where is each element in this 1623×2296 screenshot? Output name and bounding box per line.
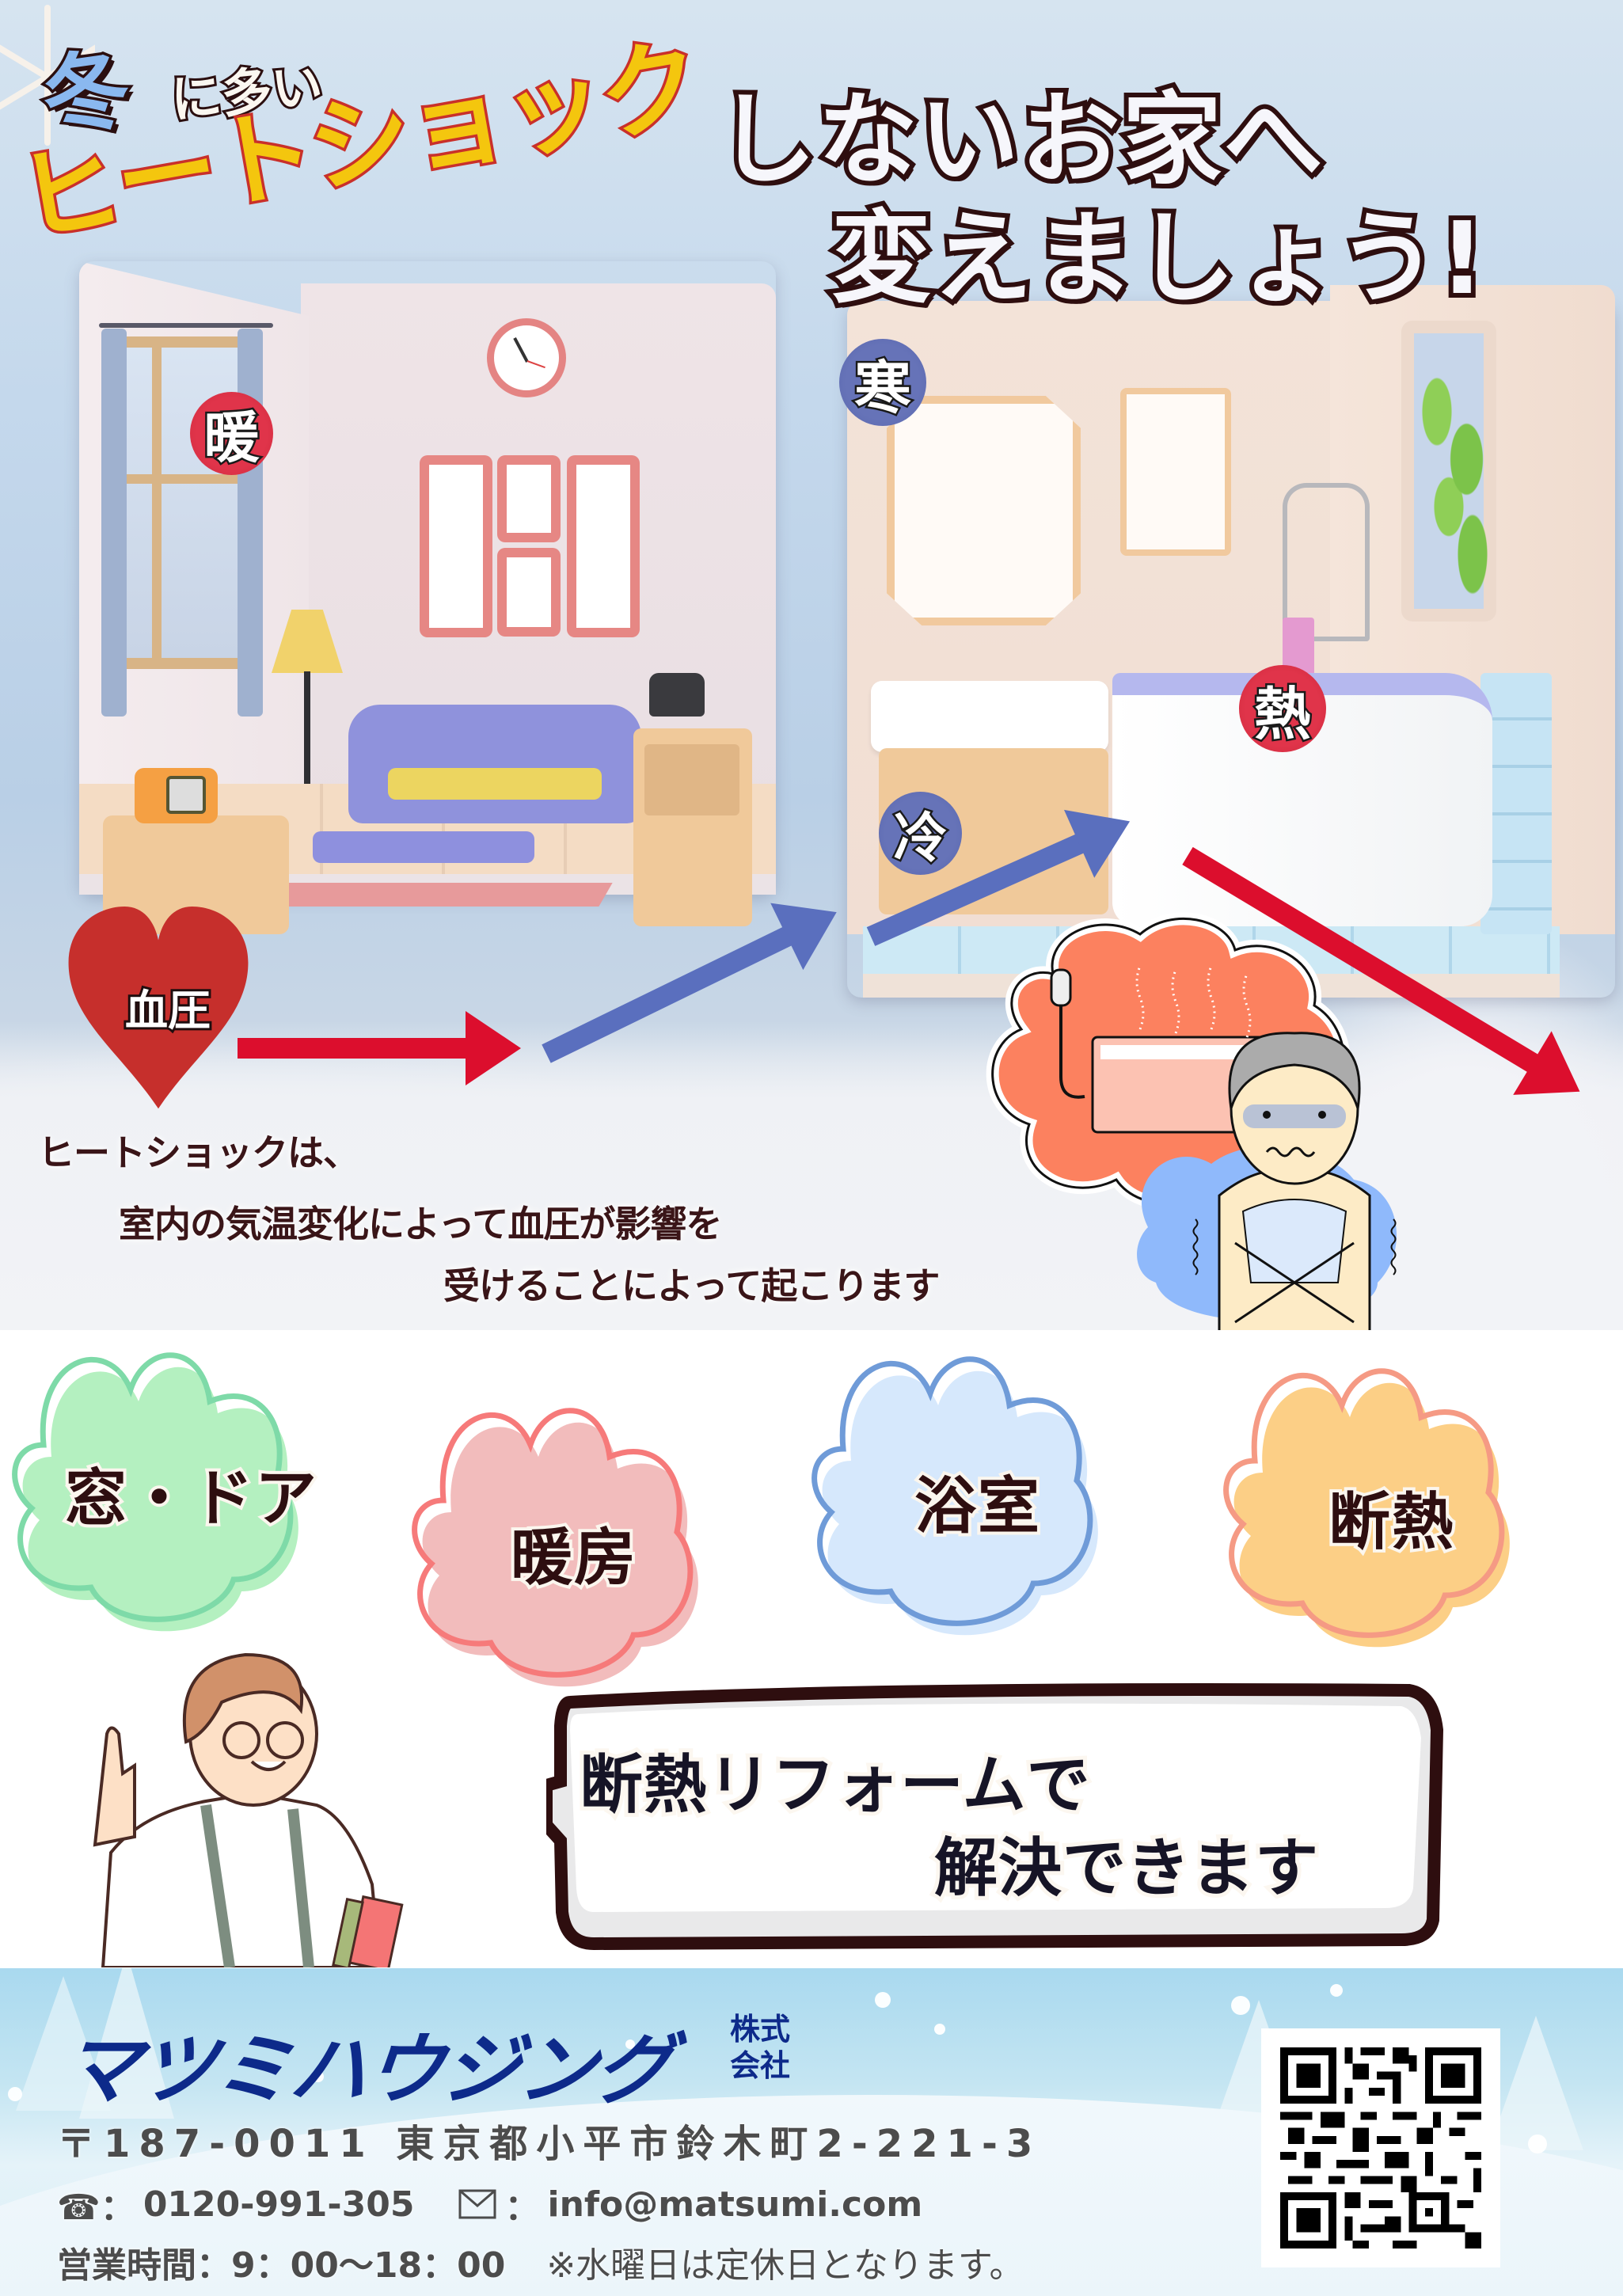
hot-badge: 熱 — [1239, 665, 1326, 752]
coffee-table — [313, 831, 534, 863]
mirror — [887, 396, 1081, 625]
mirror — [1120, 388, 1231, 556]
solution-cloud-bathroom — [812, 1356, 1098, 1636]
telephone-icon — [649, 673, 705, 717]
solution-label-insulation: 断熱 — [1325, 1484, 1457, 1561]
solution-cloud-heating — [412, 1408, 698, 1687]
company-suffix-line1: 株式 — [730, 2012, 791, 2047]
contact-row: ☎： 0120-991-305 ： info@matsumi.com — [57, 2179, 922, 2229]
cold-badge: 寒 — [839, 339, 926, 426]
blood-pressure-label: 血圧 — [123, 983, 213, 1038]
speech-bubble — [546, 1683, 1444, 1951]
heart-icon — [68, 907, 249, 1109]
company-suffix-line2: 会社 — [730, 2048, 791, 2083]
speech-line1: 断熱リフォームで — [576, 1744, 1094, 1826]
hours-value: 9：00〜18：00 — [231, 2245, 506, 2286]
solution-cloud-windows-doors — [12, 1352, 298, 1632]
picture-frame — [497, 548, 561, 637]
shivering-elderly-person — [1137, 1032, 1397, 1330]
headline-line2: 変えましょう! — [827, 196, 1489, 321]
explanation-line2: 室内の気温変化によって血圧が影響を — [119, 1203, 722, 1245]
phone-icon: ☎： — [57, 2188, 135, 2228]
window — [111, 336, 253, 669]
solution-label-windows-doors: 窓・ドア — [62, 1460, 320, 1538]
curtain — [101, 329, 127, 717]
curtain-rod — [99, 323, 273, 328]
speech-line2: 解決できます — [930, 1827, 1322, 1909]
arrow-right-icon — [238, 1011, 521, 1085]
qr-code[interactable] — [1261, 2028, 1500, 2267]
hours-label: 営業時間： — [57, 2245, 231, 2286]
warm-badge: 暖 — [190, 392, 273, 475]
solution-cloud-insulation — [1223, 1368, 1510, 1648]
business-hours: 営業時間：9：00〜18：00 ※水曜日は定休日となります。 — [57, 2237, 1024, 2287]
picture-frame — [420, 455, 492, 637]
email-link[interactable]: info@matsumi.com — [547, 2184, 923, 2225]
sink — [871, 681, 1108, 752]
mail-icon — [458, 2189, 496, 2219]
curtain — [238, 329, 263, 717]
sofa — [348, 705, 641, 823]
picture-frame — [567, 455, 640, 637]
tv-icon — [135, 768, 218, 823]
picture-frame — [497, 455, 561, 542]
bookshelf — [633, 728, 752, 926]
explanation-line1: ヒートショックは、 — [38, 1131, 359, 1174]
shower-icon — [1050, 968, 1072, 1007]
hero-section: 暖 寒 熱 冷 血圧 冬 — [0, 0, 1623, 1330]
snowflake-icon — [0, 5, 95, 146]
holiday-note: ※水曜日は定休日となります。 — [546, 2245, 1024, 2286]
company-logo: マツミハウジング — [58, 2025, 676, 2115]
rug — [274, 883, 613, 907]
email-colon: ： — [504, 2188, 540, 2228]
explanation-line3: 受けることによって起こります — [443, 1264, 940, 1307]
clock-icon — [487, 318, 566, 397]
chilly-badge: 冷 — [879, 792, 962, 875]
solution-label-heating: 暖房 — [507, 1519, 639, 1597]
phone-number-link[interactable]: 0120-991-305 — [143, 2184, 415, 2225]
solution-label-bathroom: 浴室 — [911, 1468, 1043, 1545]
qr-code-icon — [1280, 2047, 1481, 2248]
company-address: 〒187-0011 東京都小平市鈴木町2-221-3 — [57, 2122, 1042, 2166]
hanging-plant — [1401, 364, 1520, 602]
towel-rack — [1283, 483, 1370, 641]
company-suffix: 株式 会社 — [730, 2011, 801, 2084]
headline-line1: しないお家へ — [712, 77, 1328, 203]
tiles — [1480, 673, 1552, 934]
living-room-illustration — [79, 261, 776, 934]
advisor-man-illustration — [93, 1652, 404, 1967]
